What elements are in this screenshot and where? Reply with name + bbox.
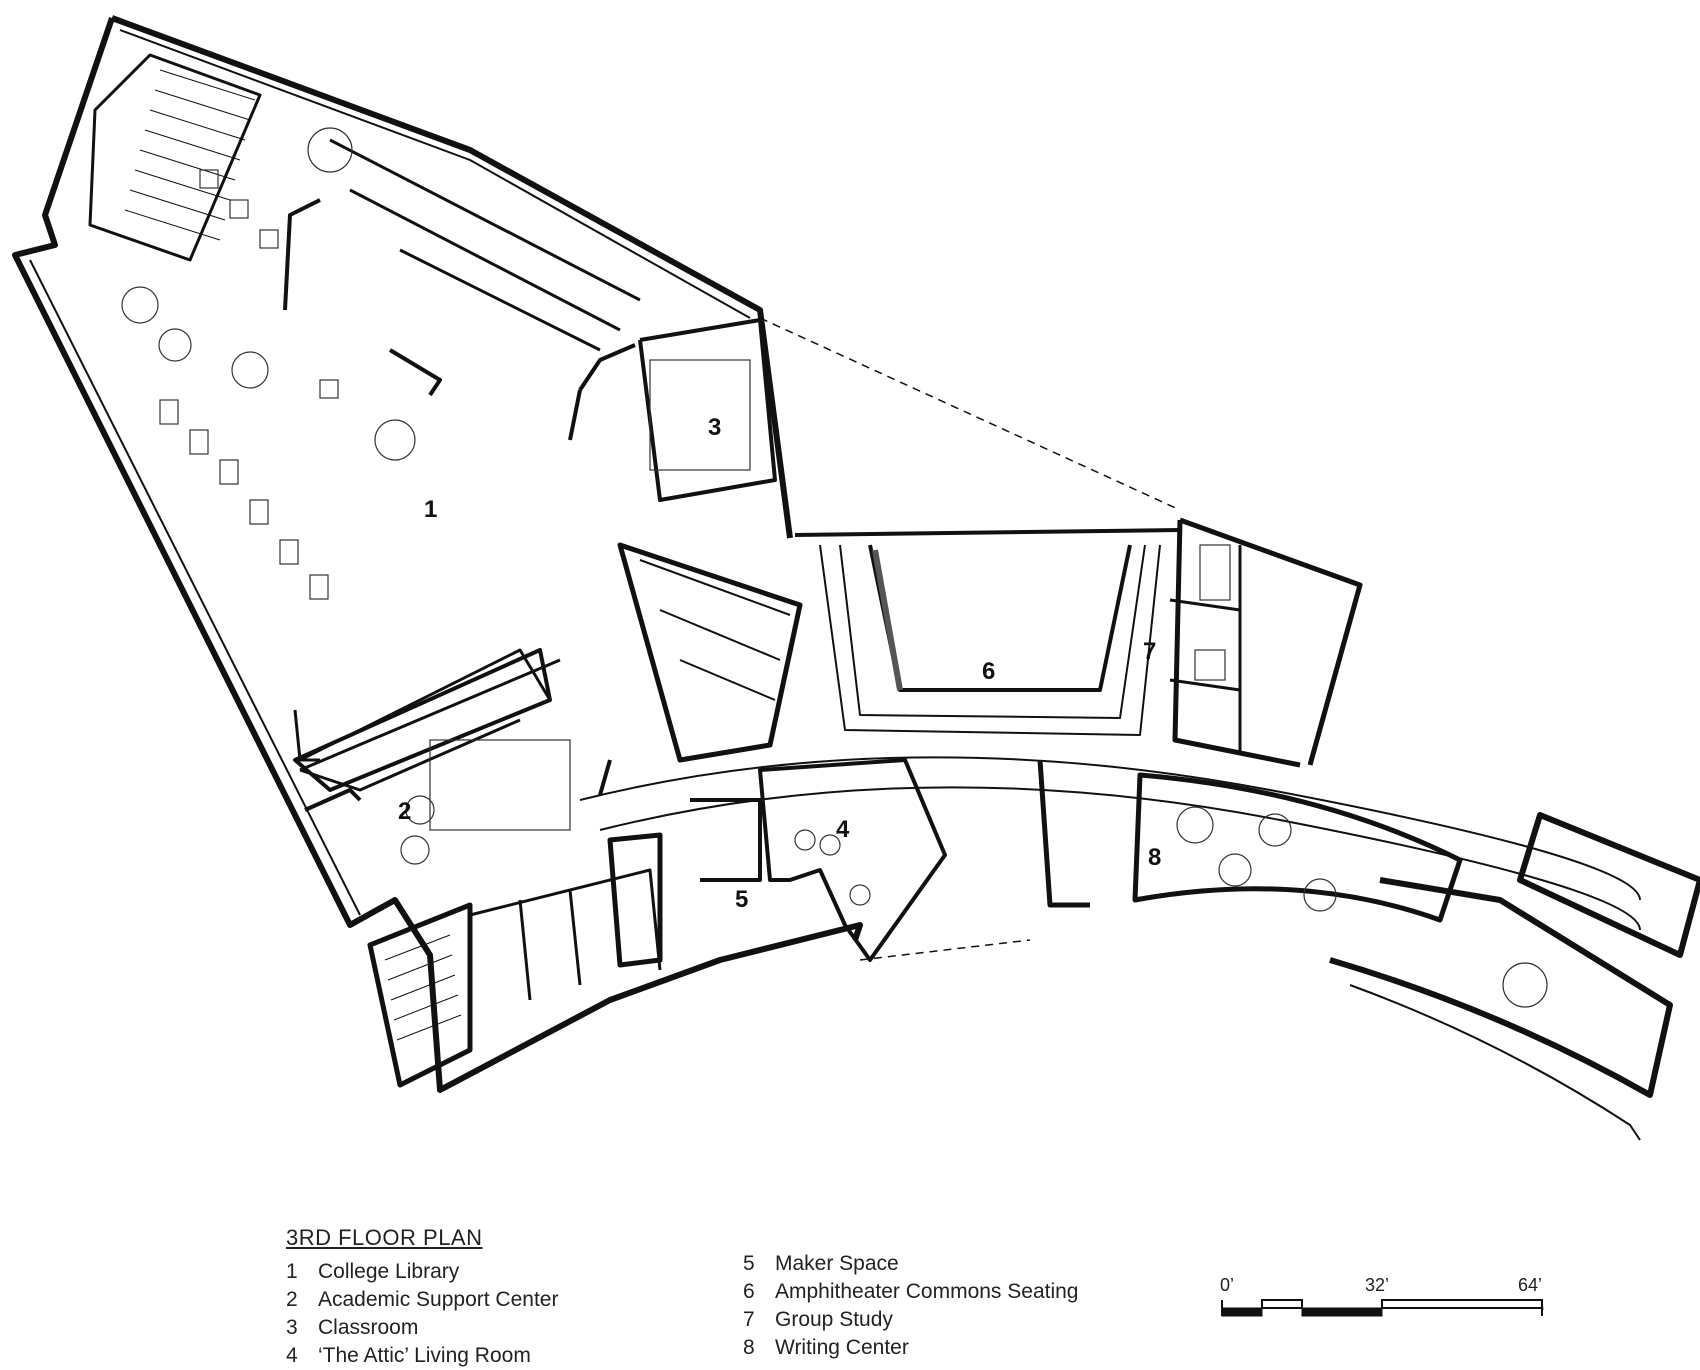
legend-item: 4‘The Attic’ Living Room (286, 1344, 531, 1367)
scale-label-0: 0’ (1220, 1275, 1235, 1295)
room-label-5: 5 (735, 886, 749, 913)
scale-label-32: 32’ (1365, 1275, 1390, 1295)
plan-title: 3RD FLOOR PLAN (286, 1225, 483, 1250)
scale-bar (1221, 1299, 1544, 1317)
room-label-2: 2 (398, 798, 412, 825)
group-study-outline (1172, 517, 1363, 768)
room-label-6: 6 (982, 658, 996, 685)
room-label-4: 4 (836, 816, 850, 843)
room-label-3: 3 (708, 414, 722, 441)
atrium-stair-outline (617, 542, 803, 763)
room-label-1: 1 (424, 496, 438, 523)
scale-label-64: 64’ (1518, 1275, 1543, 1295)
library-wing-outline (12, 15, 863, 1093)
classroom-outline (638, 318, 777, 502)
room-label-8: 8 (1148, 844, 1162, 871)
room-label-7: 7 (1143, 638, 1157, 665)
attic-outline (758, 758, 947, 962)
furniture-layout (121, 127, 1548, 1008)
east-wing-outline (1329, 877, 1673, 1098)
